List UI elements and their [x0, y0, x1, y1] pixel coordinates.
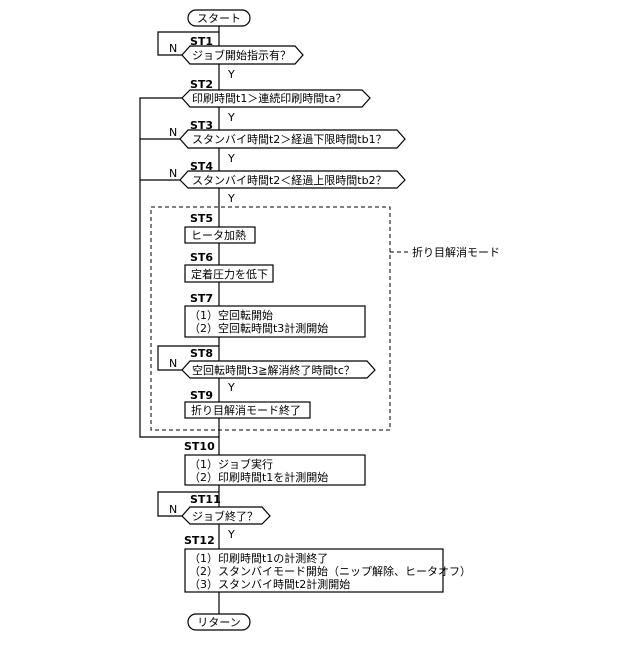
step-id-st7: ST7 — [190, 292, 213, 305]
yes-label: Y — [227, 528, 235, 541]
decision-st8-text: 空回転時間t3≧解消終了時間tc？ — [192, 363, 355, 377]
decision-st11-text: ジョブ終了？ — [192, 509, 258, 523]
process-st9-text: 折り目解消モード終了 — [191, 403, 301, 417]
process-st10-line1: （1）ジョブ実行 — [189, 457, 273, 471]
start-label: スタート — [197, 12, 241, 25]
process-st12-line2: （2）スタンバイモード開始（ニップ解除、ヒータオフ） — [189, 564, 471, 578]
process-st12-line3: （3）スタンバイ時間t2計測開始 — [189, 577, 350, 591]
decision-st2-text: 印刷時間t1＞連続印刷時間ta？ — [192, 91, 346, 105]
step-id-st5: ST5 — [190, 212, 213, 225]
yes-label: Y — [227, 192, 235, 205]
step-id-st10: ST10 — [184, 440, 215, 453]
step-id-st11: ST11 — [190, 493, 221, 506]
step-id-st12: ST12 — [184, 534, 215, 547]
step-id-st8: ST8 — [190, 347, 213, 360]
mode-label: 折り目解消モード — [412, 245, 500, 259]
process-st5-text: ヒータ加熱 — [191, 229, 246, 242]
process-st7-line2: （2）空回転時間t3計測開始 — [189, 321, 328, 335]
process-st10-line2: （2）印刷時間t1を計測開始 — [189, 470, 328, 484]
step-id-st2: ST2 — [190, 78, 213, 91]
no-label: N — [169, 357, 177, 370]
end-label: リターン — [197, 616, 240, 629]
no-label: N — [169, 126, 177, 139]
yes-label: Y — [227, 381, 235, 394]
no-label: N — [169, 42, 177, 55]
decision-st3-text: スタンバイ時間t2＞経過下限時間tb1？ — [192, 133, 387, 146]
decision-st1-text: ジョブ開始指示有？ — [192, 48, 291, 62]
process-st6-text: 定着圧力を低下 — [191, 267, 268, 281]
yes-label: Y — [227, 68, 235, 81]
decision-st4-text: スタンバイ時間t2＜経過上限時間tb2？ — [192, 174, 387, 187]
process-st7-line1: （1）空回転開始 — [189, 308, 273, 322]
step-id-st9: ST9 — [190, 389, 213, 402]
step-id-st6: ST6 — [190, 251, 213, 264]
no-label: N — [169, 167, 177, 180]
process-st12-line1: （1）印刷時間t1の計測終了 — [189, 551, 328, 565]
yes-label: Y — [227, 152, 235, 165]
yes-label: Y — [227, 111, 235, 124]
no-label: N — [169, 503, 177, 516]
